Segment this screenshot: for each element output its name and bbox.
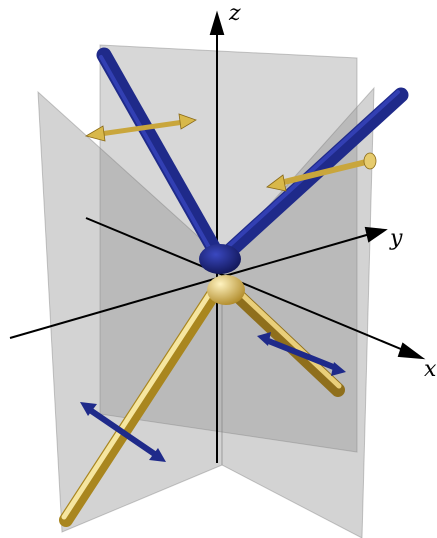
gold-arrow-upper-left bbox=[84, 113, 197, 142]
gold-arrowhead-right-cap bbox=[363, 152, 377, 170]
gold-rod-down-right bbox=[225, 283, 345, 397]
gold-arrowhead-left bbox=[266, 174, 287, 192]
blue-arrowhead-left bbox=[257, 332, 271, 346]
gold-arrow-shaft bbox=[277, 159, 369, 186]
blue-arrow-lower-left bbox=[80, 402, 166, 462]
gold-hub bbox=[207, 275, 245, 305]
blue-arrow-shaft bbox=[263, 337, 339, 371]
coordinate-axes bbox=[9, 10, 426, 463]
x-axis-label: x bbox=[424, 357, 437, 382]
y-axis-line bbox=[9, 233, 371, 339]
gold-arrow-upper-right bbox=[266, 152, 377, 192]
gold-rod-down-right-shine bbox=[230, 283, 342, 389]
x-axis-arrowhead bbox=[397, 342, 426, 360]
blue-hub bbox=[199, 244, 241, 274]
blue-rod-left bbox=[96, 47, 226, 264]
left-plane bbox=[37, 90, 223, 533]
blue-arrow-lower-right bbox=[257, 332, 346, 376]
blue-arrowhead-upper bbox=[80, 402, 97, 416]
gold-arrow-shaft bbox=[97, 119, 187, 137]
y-axis-label: y bbox=[389, 226, 403, 251]
y-axis-arrowhead bbox=[364, 226, 388, 243]
gold-arrowhead-left bbox=[84, 125, 106, 142]
blue-arrowhead-lower bbox=[149, 448, 166, 462]
blue-rod-left-shine bbox=[99, 55, 217, 260]
right-plane bbox=[221, 86, 375, 538]
gold-rod-down-left bbox=[59, 289, 219, 527]
z-axis-arrowhead bbox=[209, 10, 225, 35]
gold-rods bbox=[59, 275, 345, 527]
blue-arrow-shaft bbox=[87, 407, 159, 458]
gold-arrowhead-right bbox=[178, 113, 197, 130]
z-axis-label: z bbox=[228, 1, 241, 26]
blue-arrowhead-right bbox=[331, 362, 346, 376]
gold-rod-down-left-shine bbox=[61, 290, 213, 520]
x-axis-line bbox=[85, 217, 409, 353]
